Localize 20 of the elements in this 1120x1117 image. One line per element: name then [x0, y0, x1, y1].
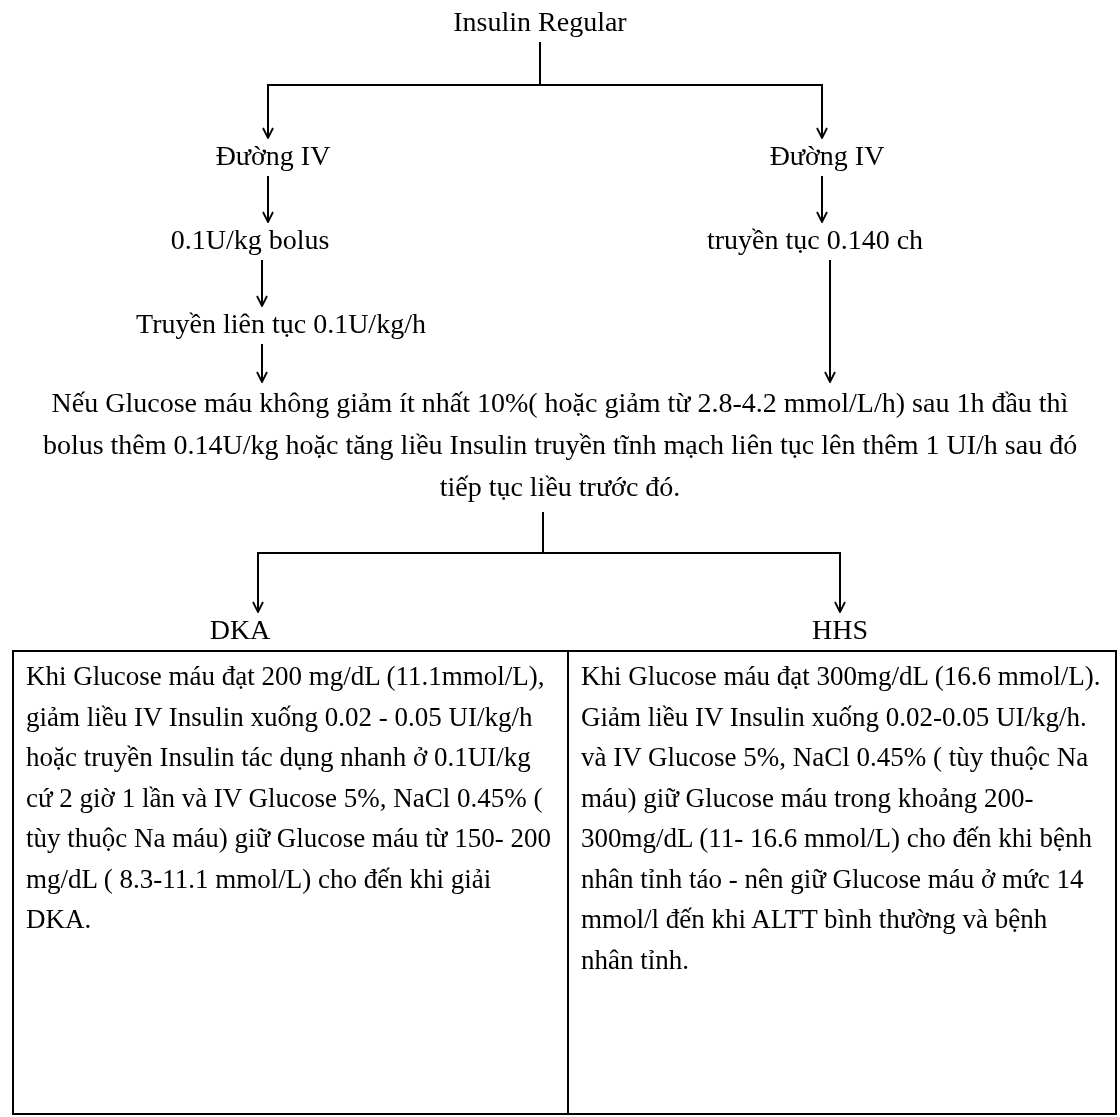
cell-text: Khi Glucose máu đạt 200 mg/dL (11.1mmol/L), giảm liều IV Insulin xuống 0.02 - 0.05 UI/kg/h hoặc truyền Insulin tác dụng nhanh ở 0.1UI/kg cứ 2 giờ 1 lần và IV Glucose 5%, NaCl 0.45% ( tùy thuộc Na máu) giữ Glucose máu từ 150- 200 mg/dL ( 8.3-11.1 mmol/L) cho đến khi giải DKA.	[26, 660, 552, 936]
arrow	[539, 41, 828, 139]
step-label: Đường IV	[769, 139, 885, 173]
condition-text: Nếu Glucose máu không giảm ít nhất 10%( hoặc giảm từ 2.8-4.2 mmol/L/h) sau 1h đầu thì bolus thêm 0.14U/kg hoặc tăng liều Insulin truyền tĩnh mạch liên tục lên thêm 1 UI/h sau đó tiếp tục liều trước đó.	[41, 386, 1079, 504]
step-label: HHS	[812, 613, 868, 647]
step-label: 0.1U/kg bolus	[170, 223, 330, 257]
step-label: Đường IV	[215, 139, 331, 173]
step-label: Truyền liên tục 0.1U/kg/h	[136, 307, 426, 341]
arrow	[262, 175, 274, 223]
arrow	[816, 175, 828, 223]
cell-text: Khi Glucose máu đạt 300mg/dL (16.6 mmol/L). Giảm liều IV Insulin xuống 0.02-0.05 UI/kg/h. và IV Glucose 5%, NaCl 0.45% ( tùy thuộc Na máu) giữ Glucose máu trong khoảng 200-300mg/dL (11- 16.6 mmol/L) cho đến khi bệnh nhân tỉnh táo - nên giữ Glucose máu ở mức 14 mmol/l đến khi ALTT bình thường và bệnh nhân tỉnh.	[581, 660, 1102, 977]
table-cell	[12, 650, 569, 1115]
arrow	[256, 259, 268, 307]
step-label: Insulin Regular	[453, 5, 627, 39]
step-label: truyền tục 0.140 ch	[706, 223, 924, 257]
step-label: DKA	[209, 613, 271, 647]
arrow	[824, 259, 836, 383]
table-cell	[567, 650, 1117, 1115]
arrow	[542, 511, 846, 613]
arrow	[256, 343, 268, 383]
